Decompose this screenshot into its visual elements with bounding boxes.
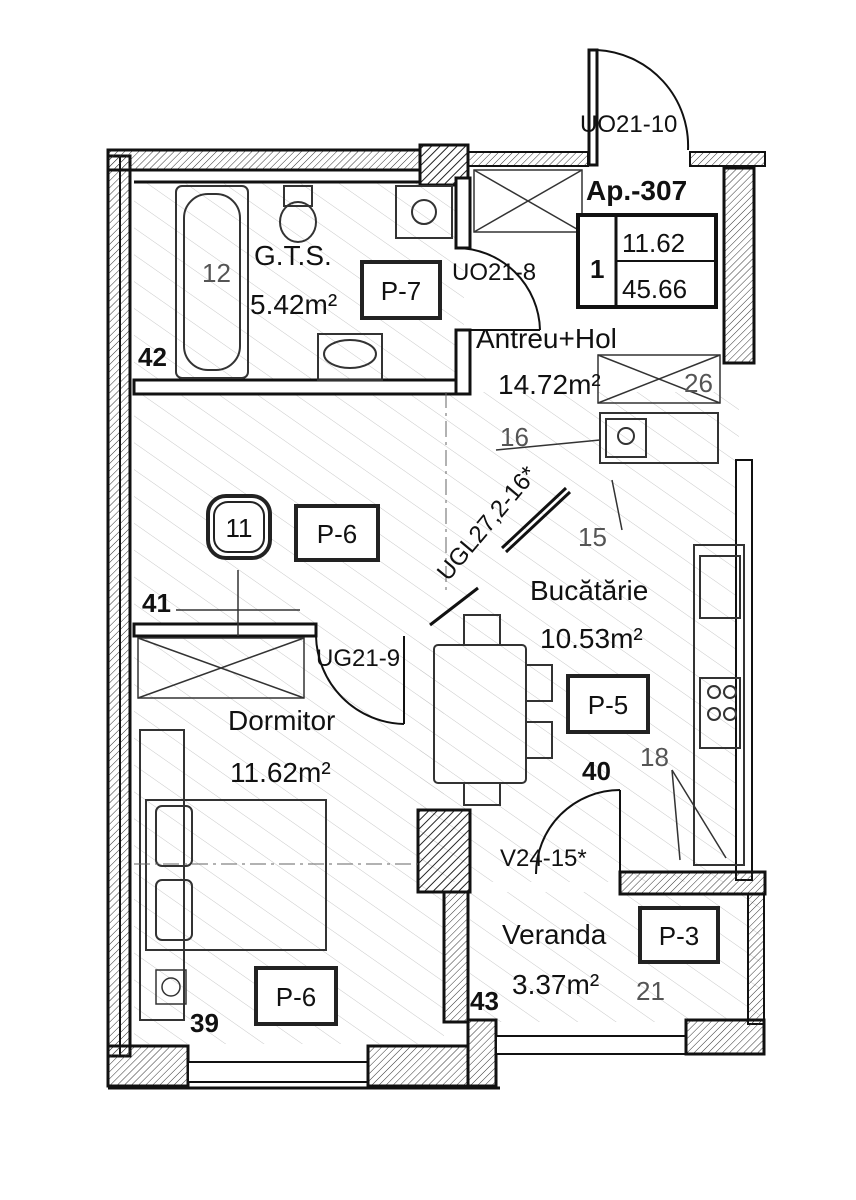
door-swings	[315, 247, 621, 875]
gts-number: 12	[202, 258, 231, 288]
ref-42: 42	[138, 342, 167, 372]
reference-numbers: 26 16 15 18 21 39 40 41 42 43	[138, 342, 713, 1038]
door-bath-code: UO21-8	[452, 259, 536, 286]
glass-partition	[429, 486, 572, 627]
dormitor-code: P-6	[276, 982, 316, 1012]
ref-15: 15	[578, 522, 607, 552]
dining-table	[433, 614, 553, 806]
ref-21: 21	[636, 976, 665, 1006]
kitchen-counter	[693, 544, 745, 866]
axis-lines	[134, 392, 447, 865]
bucatarie-area: 10.53m²	[540, 623, 643, 654]
ref-16: 16	[500, 422, 529, 452]
living-code: P-6	[317, 519, 357, 549]
apartment-area-2: 45.66	[622, 274, 687, 304]
veranda-name: Veranda	[502, 919, 607, 950]
ref-39: 39	[190, 1008, 219, 1038]
ref-40: 40	[582, 756, 611, 786]
leader-lines	[176, 439, 727, 861]
apartment-area-1: 11.62	[622, 228, 685, 258]
bucatarie-code: P-5	[588, 690, 628, 720]
washing-machine	[395, 185, 453, 239]
bed	[139, 729, 327, 1021]
sink	[317, 333, 383, 381]
door-bedroom-code: UG21-9	[316, 645, 400, 672]
dormitor-area: 11.62m²	[230, 757, 331, 788]
gts-code: P-7	[381, 276, 421, 306]
storage-boxes	[137, 169, 721, 699]
fridge-unit	[599, 412, 719, 464]
ref-18: 18	[640, 742, 669, 772]
living-number: 11	[226, 513, 253, 543]
apartment-tag: Ap.-307 1 11.62 45.66	[576, 175, 718, 309]
toilet	[279, 185, 317, 243]
apartment-rooms-count: 1	[590, 254, 604, 284]
room-codes: P-7 P-6 P-5 P-6 P-3 11	[206, 260, 720, 1026]
entry-door	[587, 48, 690, 167]
gts-area: 5.42m²	[250, 289, 337, 320]
ref-41: 41	[142, 588, 171, 618]
veranda-code: P-3	[659, 921, 699, 951]
gts-name: G.T.S.	[254, 240, 332, 271]
door-entry-code: UO21-10	[580, 111, 677, 138]
antreu-area: 14.72m²	[498, 369, 601, 400]
dormitor-name: Dormitor	[228, 705, 335, 736]
veranda-area: 3.37m²	[512, 969, 599, 1000]
room-labels: G.T.S. 5.42m² 12 Antreu+Hol 14.72m² Bucă…	[202, 240, 648, 1000]
bucatarie-name: Bucătărie	[530, 575, 648, 606]
apartment-id: Ap.-307	[586, 175, 687, 206]
door-veranda-code: V24-15*	[500, 845, 587, 872]
ref-43: 43	[470, 986, 499, 1016]
ref-26: 26	[684, 368, 713, 398]
plant	[155, 969, 187, 1005]
antreu-name: Antreu+Hol	[476, 323, 617, 354]
bathtub	[175, 185, 249, 379]
